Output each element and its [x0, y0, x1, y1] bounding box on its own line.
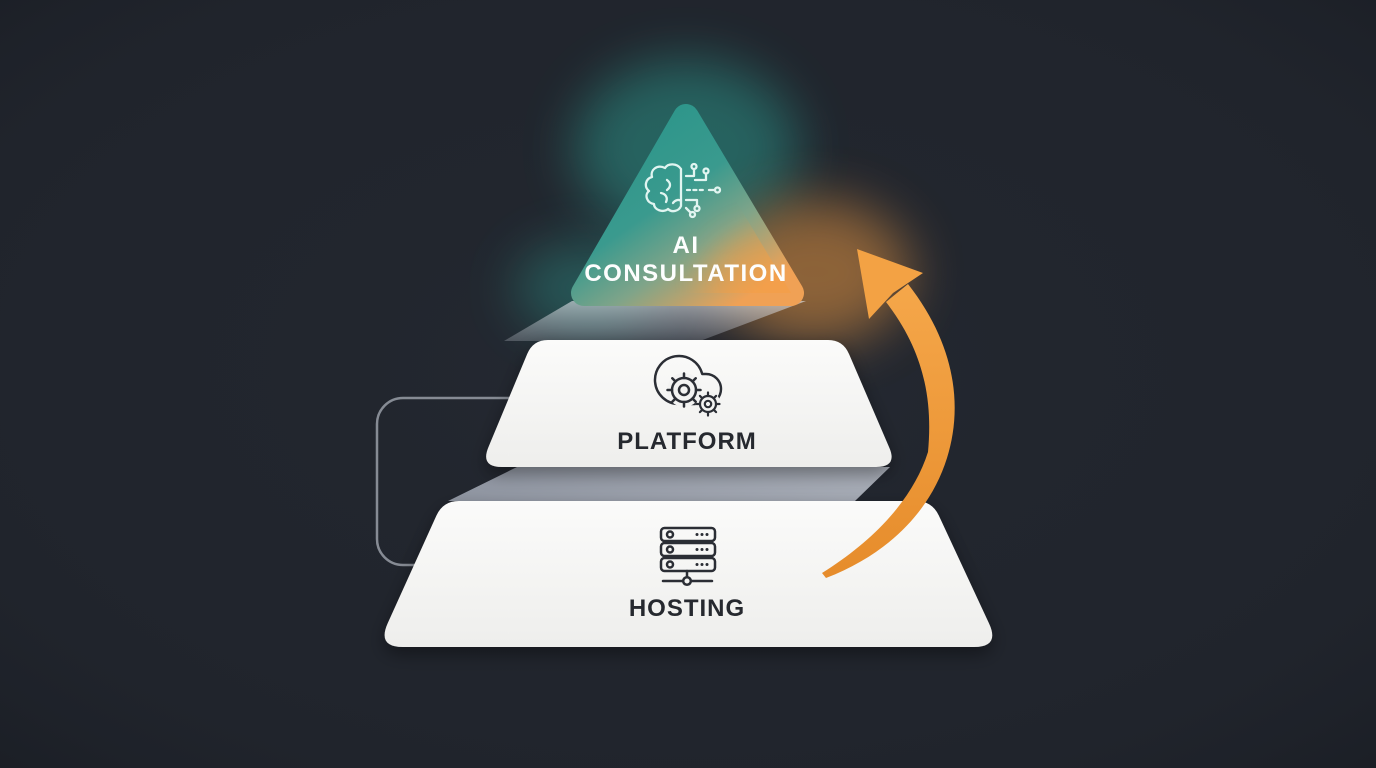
ai-consultation-label-line1: AI: [673, 232, 700, 259]
tier-hosting: HOSTING: [384, 501, 993, 647]
tier-platform: PLATFORM: [486, 340, 892, 467]
gear-small: [695, 391, 721, 417]
cloud-gears-icon: [653, 354, 723, 417]
growth-arrow: [822, 249, 955, 578]
triangle-orange-tint: [708, 230, 791, 293]
ai-consultation-label-line2: CONSULTATION: [584, 260, 787, 287]
tier-ai-consultation: AI CONSULTATION: [571, 104, 804, 306]
tier-hosting-shape: [384, 501, 993, 647]
growth-arrow-shaft: [822, 284, 955, 578]
tier-shadow-top: [504, 301, 806, 341]
gear-large: [666, 372, 702, 408]
ai-brain-circuit-icon: [644, 162, 722, 219]
tier-shadow-middle: [448, 467, 890, 501]
growth-arrow-head: [857, 249, 923, 319]
platform-label: PLATFORM: [617, 428, 757, 455]
hosting-label: HOSTING: [629, 595, 745, 622]
server-rack-icon: [659, 526, 717, 587]
